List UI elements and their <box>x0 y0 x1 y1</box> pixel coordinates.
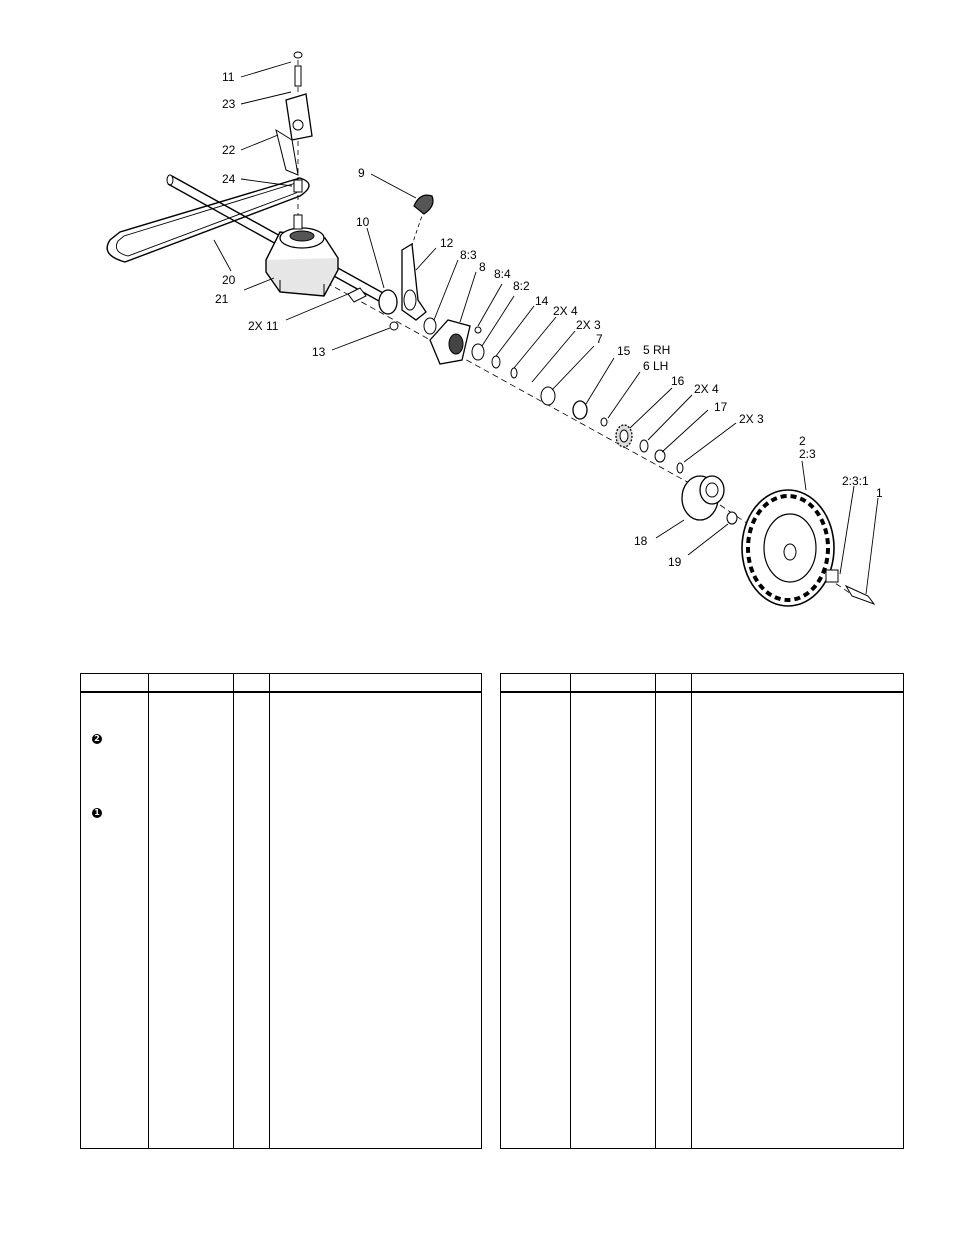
callout-22: 22 <box>222 143 236 157</box>
qty-column <box>655 692 692 1149</box>
callout-8-3: 8:3 <box>460 248 477 262</box>
callout-16: 16 <box>671 374 685 388</box>
knob-centerline <box>411 209 425 246</box>
callout-23: 23 <box>222 97 236 111</box>
callout-6-lh: 6 LH <box>643 359 668 373</box>
callout-18: 18 <box>634 534 648 548</box>
wheel-gear-cover <box>681 475 725 521</box>
table-header-cell <box>148 673 234 693</box>
callout-20: 20 <box>222 273 236 287</box>
callout-1: 1 <box>876 486 883 500</box>
callout-11: 11 <box>222 70 235 84</box>
callout-17: 17 <box>714 400 728 414</box>
table-header-cell <box>500 673 571 693</box>
callout-labels: 11 23 22 24 9 10 12 8:3 8 8:4 8:2 14 2X … <box>215 70 883 569</box>
callout-10: 10 <box>356 215 370 229</box>
parts-table-right <box>500 673 904 1149</box>
bearing-housing <box>429 319 482 365</box>
callout-2-3: 2:3 <box>799 447 816 461</box>
pawl-5 <box>572 400 588 420</box>
table-body-row: 2 1 <box>81 692 482 1149</box>
washer-7 <box>540 386 556 406</box>
lever-knob <box>413 194 434 215</box>
nut-13 <box>389 321 399 331</box>
ref-column <box>501 692 571 1149</box>
pulley-10 <box>378 289 398 315</box>
callout-2-3-1: 2:3:1 <box>842 474 869 488</box>
bearing-14 <box>471 343 485 361</box>
callout-8-2: 8:2 <box>513 279 530 293</box>
callout-2x3-a: 2X 3 <box>576 318 601 332</box>
callout-15: 15 <box>617 344 631 358</box>
table-header-cell <box>80 673 149 693</box>
callout-8-4: 8:4 <box>494 267 511 281</box>
clip-3a <box>510 367 518 379</box>
table-header-row <box>500 673 904 693</box>
qty-column <box>233 692 270 1149</box>
bushing-17 <box>654 449 666 463</box>
exploded-parts-diagram: 11 23 22 24 9 10 12 8:3 8 8:4 8:2 14 2X … <box>106 51 883 607</box>
callout-13: 13 <box>312 345 326 359</box>
table-header-cell <box>655 673 692 693</box>
table-header-cell <box>691 673 904 693</box>
table-header-cell <box>570 673 656 693</box>
bushing-8-3 <box>423 317 437 335</box>
ref-column: 2 1 <box>81 692 149 1149</box>
callout-19: 19 <box>668 555 682 569</box>
table-header-row <box>80 673 482 693</box>
table-header-cell <box>233 673 270 693</box>
callout-2x11: 2X 11 <box>248 319 279 333</box>
footnote-marker: 2 <box>92 734 102 744</box>
callout-14: 14 <box>535 294 549 308</box>
pinion-gear-16 <box>615 424 633 448</box>
callout-2x4-a: 2X 4 <box>553 304 578 318</box>
callout-7: 7 <box>596 332 603 346</box>
pin-15 <box>600 417 608 427</box>
parts-table-left: 2 1 <box>80 673 482 1149</box>
bolt-11 <box>347 287 367 303</box>
washer-4a <box>491 355 501 369</box>
callout-8: 8 <box>479 260 486 274</box>
wheel-assembly <box>741 489 835 607</box>
washer-19 <box>726 511 738 525</box>
transmission-housing <box>265 214 339 297</box>
callout-21: 21 <box>215 292 229 306</box>
washer-4b <box>639 439 649 453</box>
callout-2x4-b: 2X 4 <box>694 382 719 396</box>
clip-3b <box>676 462 684 474</box>
wheel-bushing <box>825 569 839 583</box>
part-number-column <box>570 692 656 1149</box>
footnote-marker: 1 <box>92 808 102 818</box>
callout-12: 12 <box>440 236 454 250</box>
callout-5-rh: 5 RH <box>643 343 670 357</box>
table-header-cell <box>269 673 482 693</box>
table-body-row <box>501 692 904 1149</box>
mounting-bracket <box>275 51 313 193</box>
shift-lever <box>401 242 427 321</box>
callout-2x3-b: 2X 3 <box>739 412 764 426</box>
description-column <box>691 692 904 1149</box>
description-column <box>269 692 482 1149</box>
callout-9: 9 <box>358 166 365 180</box>
callout-2: 2 <box>799 434 806 448</box>
part-number-column <box>148 692 234 1149</box>
callout-24: 24 <box>222 172 236 186</box>
wheel-bolt <box>844 584 876 606</box>
